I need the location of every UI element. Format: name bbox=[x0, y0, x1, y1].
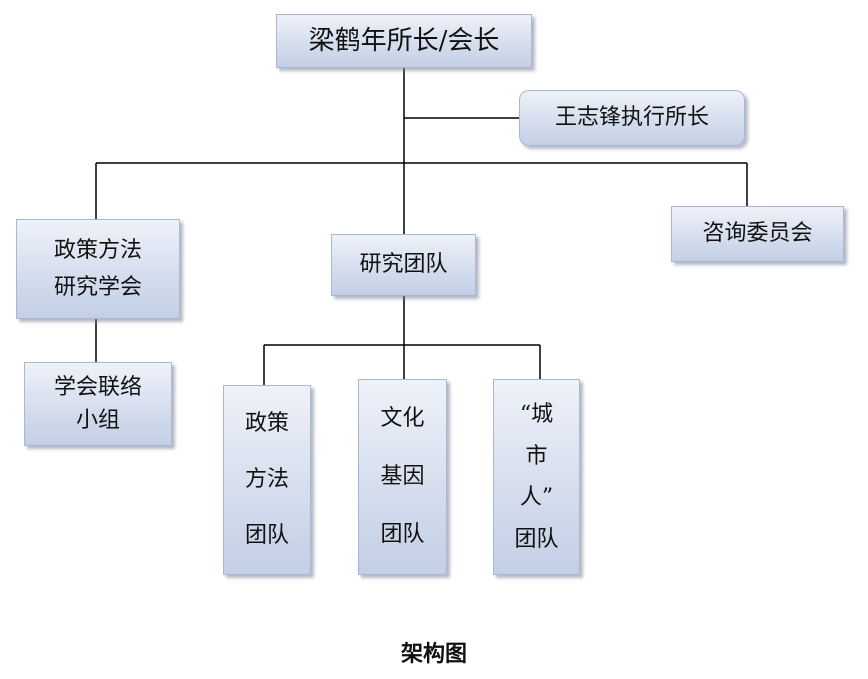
team-3-line-2: 市 bbox=[525, 443, 548, 469]
executive-node: 王志锋执行所长 bbox=[519, 90, 745, 146]
team-2-line-2: 基因 bbox=[380, 464, 425, 490]
left-sub-line-1: 学会联络 bbox=[53, 375, 142, 400]
team-2-line-1: 文化 bbox=[380, 406, 425, 432]
left-sub-node: 学会联络 小组 bbox=[24, 362, 172, 446]
executive-label: 王志锋执行所长 bbox=[554, 105, 709, 131]
root-node: 梁鹤年所长/会长 bbox=[276, 14, 532, 68]
left-org-line-1: 政策方法 bbox=[53, 237, 142, 263]
team-1-line-2: 方法 bbox=[244, 467, 289, 493]
team-3-line-1: “城 bbox=[519, 402, 554, 427]
team-3-line-4: 团队 bbox=[514, 526, 559, 552]
team-3-line-3: 人” bbox=[519, 485, 554, 510]
left-sub-line-2: 小组 bbox=[75, 408, 120, 433]
left-org-node: 政策方法 研究学会 bbox=[16, 219, 180, 319]
right-org-label: 咨询委员会 bbox=[702, 221, 813, 247]
team-1-node: 政策 方法 团队 bbox=[223, 385, 311, 575]
center-org-node: 研究团队 bbox=[331, 234, 476, 296]
team-2-node: 文化 基因 团队 bbox=[358, 379, 447, 575]
center-org-label: 研究团队 bbox=[359, 252, 448, 278]
diagram-caption: 架构图 bbox=[400, 641, 467, 667]
root-label: 梁鹤年所长/会长 bbox=[308, 25, 500, 56]
team-2-line-3: 团队 bbox=[380, 522, 425, 548]
left-org-line-2: 研究学会 bbox=[53, 275, 142, 300]
team-1-line-1: 政策 bbox=[244, 411, 289, 437]
team-1-line-3: 团队 bbox=[244, 523, 289, 549]
right-org-node: 咨询委员会 bbox=[671, 206, 844, 262]
team-3-node: “城 市 人” 团队 bbox=[493, 379, 580, 575]
